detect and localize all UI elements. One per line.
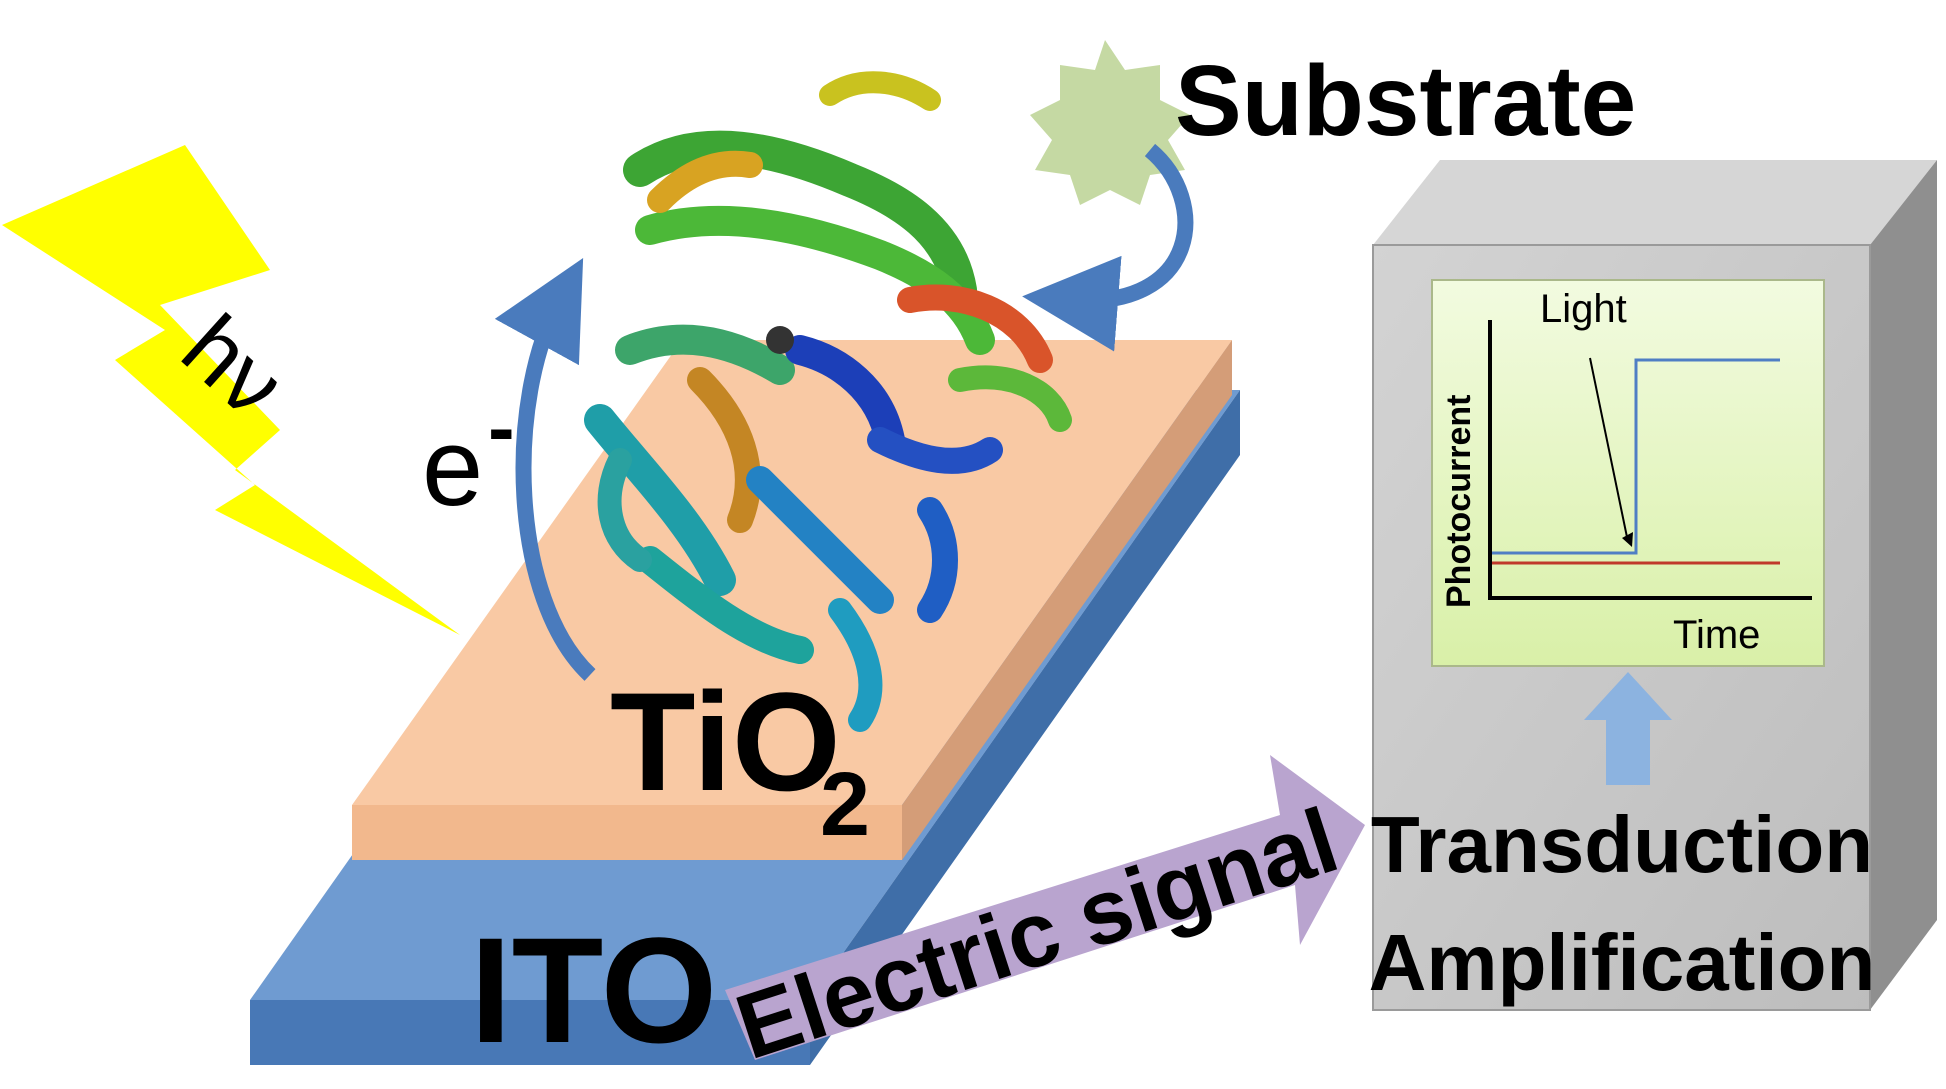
measurement-device: Photocurrent Time Light Transduction Amp…	[1369, 160, 1937, 1011]
amplification-label: Amplification	[1369, 918, 1876, 1007]
lightning-bolt-icon	[2, 145, 460, 635]
tio2-label: TiO	[610, 663, 841, 820]
electron-charge-label: -	[488, 383, 515, 472]
device-top-face	[1373, 160, 1937, 245]
ito-label: ITO	[470, 906, 717, 1074]
chart-annotation-arrowhead-icon	[1622, 532, 1633, 547]
tio2-subscript-label: 2	[820, 755, 870, 855]
tio2-side-face	[902, 340, 1232, 860]
electron-transfer-arrow-icon	[494, 257, 596, 681]
substrate-label: Substrate	[1175, 45, 1636, 157]
tio2-layer	[352, 340, 1232, 860]
ito-front-face	[250, 1000, 810, 1065]
amplify-up-arrow-icon	[1584, 672, 1672, 785]
chart-y-label: Photocurrent	[1440, 395, 1478, 608]
chart-series-step-line	[1492, 358, 1780, 555]
signal-arrow-shape	[725, 755, 1365, 1060]
substrate-binding-arrow-icon	[1022, 143, 1194, 352]
ito-side-face	[810, 390, 1240, 1065]
device-side-face	[1870, 160, 1937, 1010]
tio2-front-face	[352, 805, 902, 860]
enzyme-protein-icon	[584, 71, 1072, 732]
chart-annotation-light: Light	[1540, 287, 1627, 331]
chart-annotation-arrow	[1589, 357, 1629, 543]
device-screen	[1431, 279, 1825, 667]
transduction-label: Transduction	[1371, 800, 1873, 889]
photocurrent-chart: Photocurrent Time Light	[1440, 287, 1812, 657]
chart-x-label: Time	[1673, 613, 1760, 657]
substrate-star-icon	[1030, 40, 1190, 205]
tio2-top-face	[352, 340, 1232, 805]
electron-label: e	[422, 406, 483, 529]
